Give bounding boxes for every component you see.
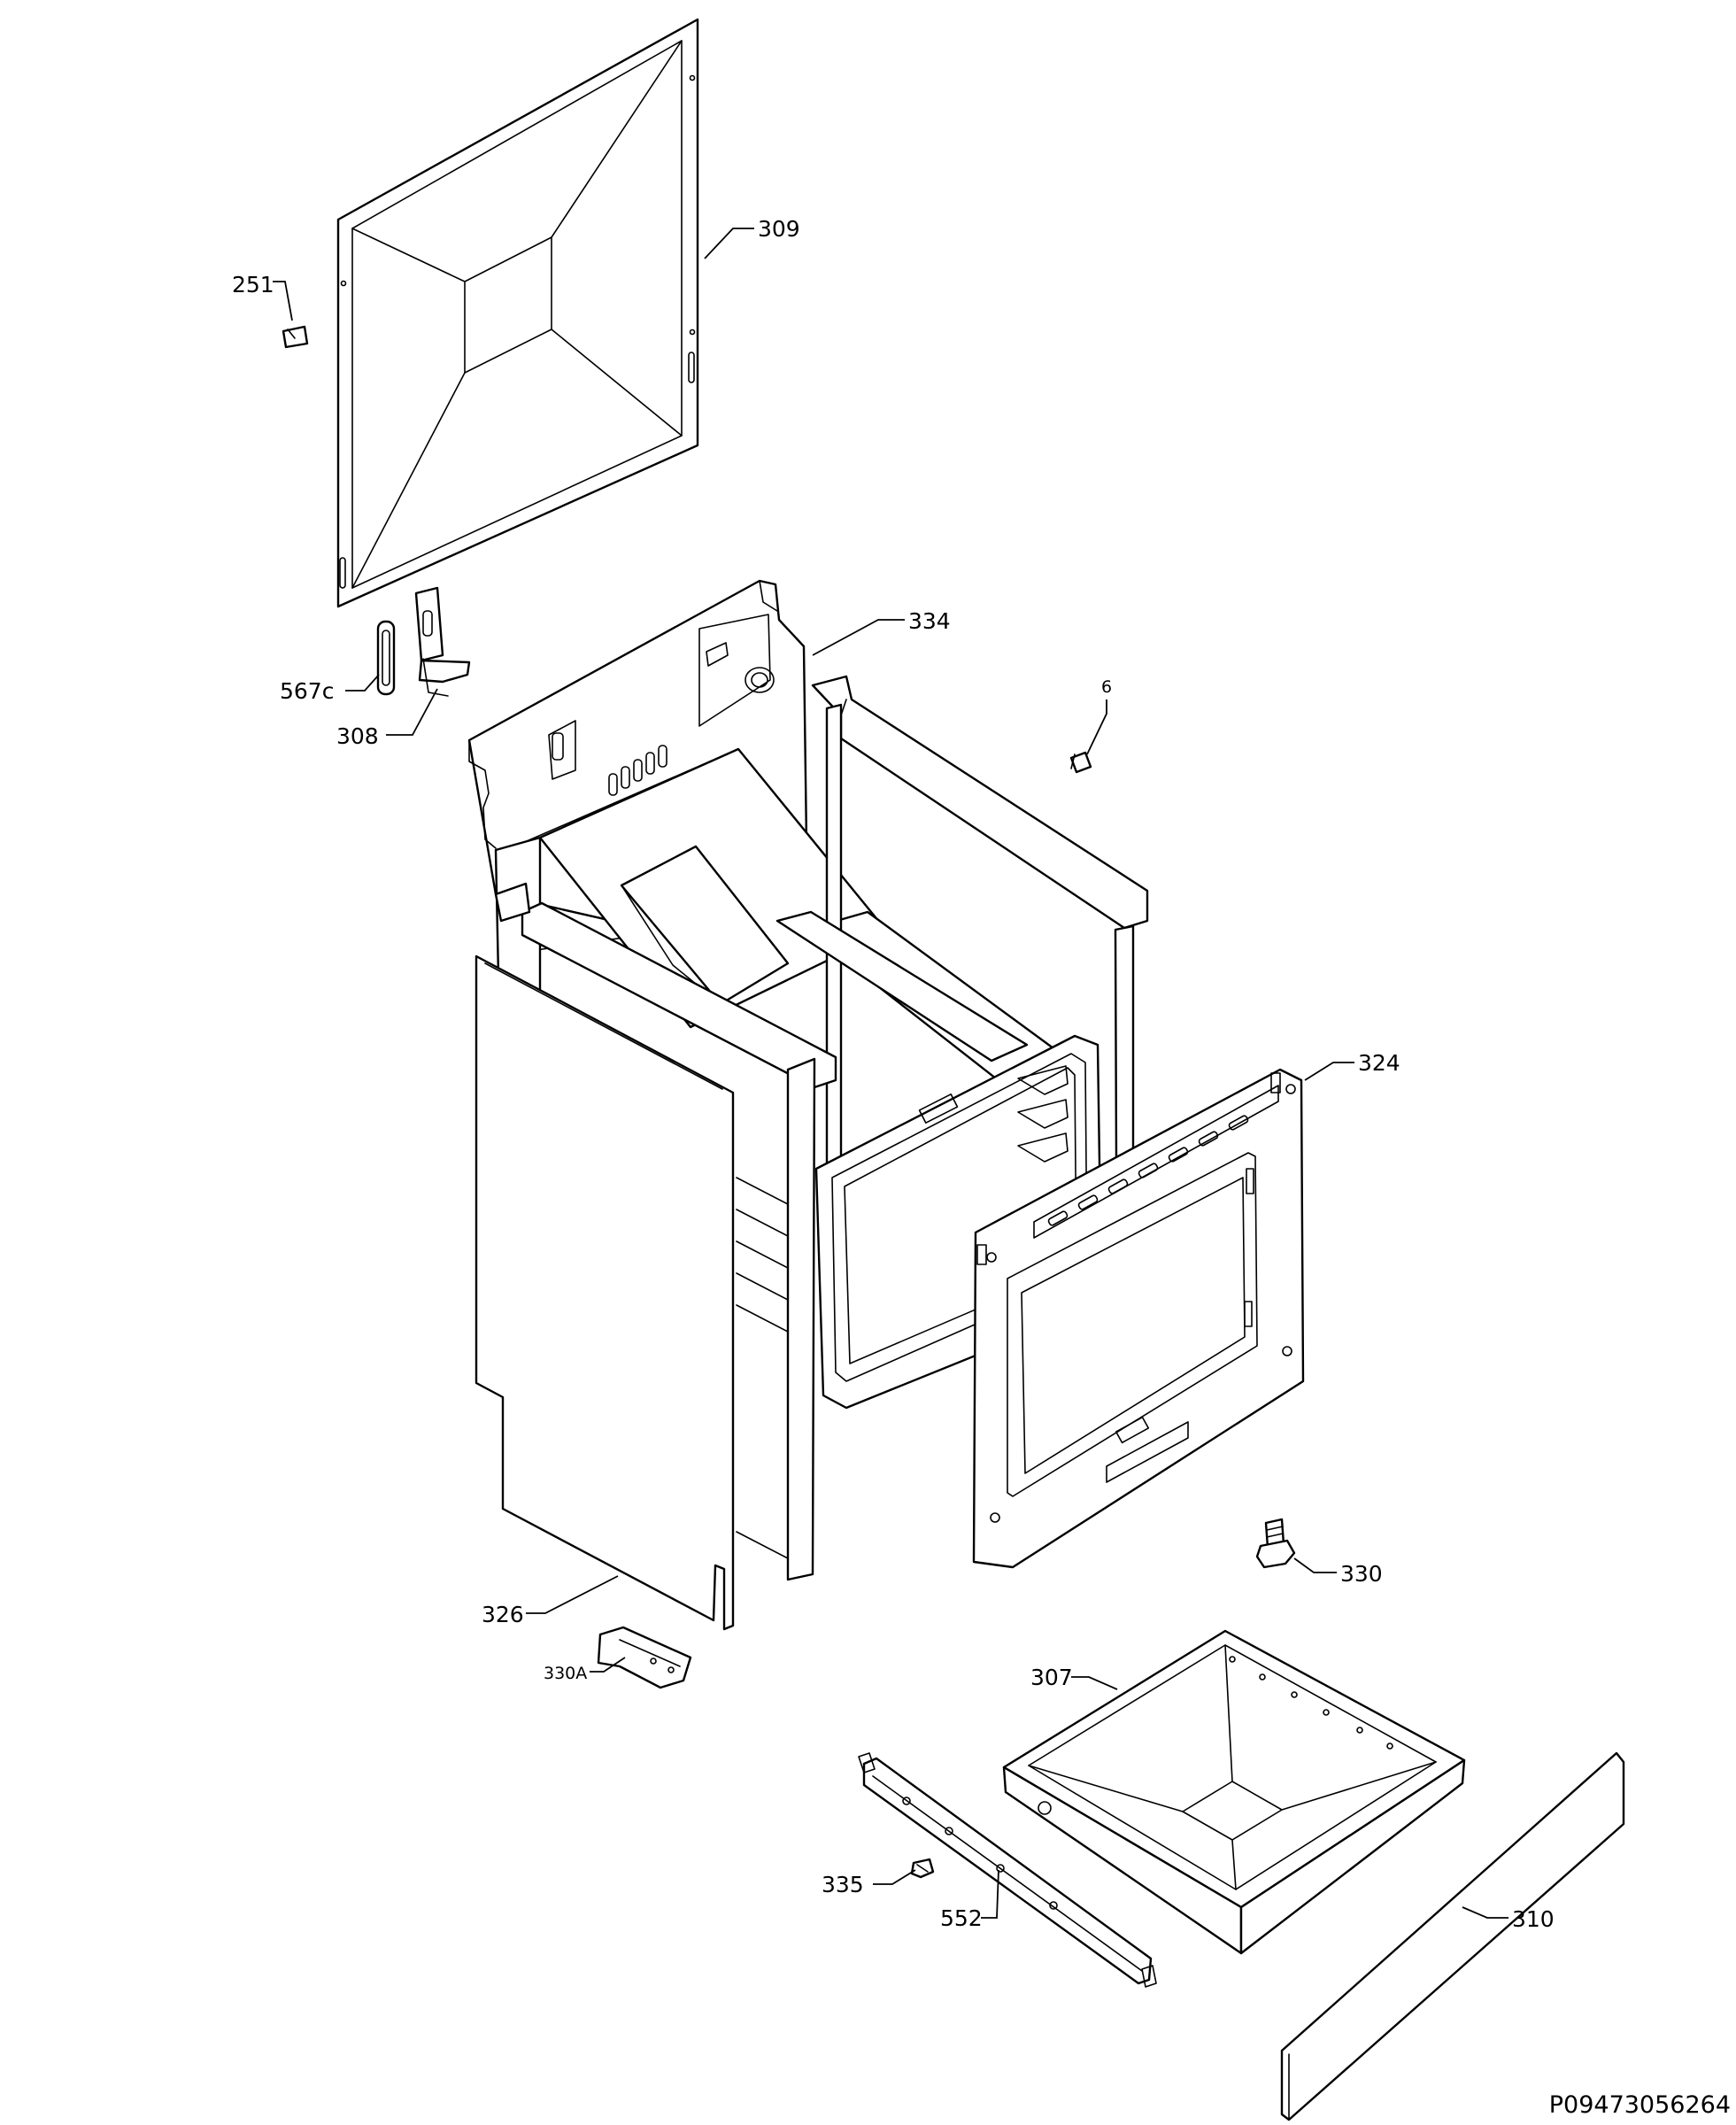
screw-335 [910,1858,935,1879]
reference-code: P09473056264 [1549,2091,1731,2119]
hinge-308 [414,586,471,697]
hinge-bar-567c [376,620,396,696]
leader-335 [873,1869,916,1885]
callout-552: 552 [940,1905,983,1931]
leader-334 [812,619,905,656]
leader-552 [981,1869,999,1919]
back-panel-309 [336,18,699,608]
callout-334: 334 [908,608,951,634]
callout-335: 335 [822,1872,864,1897]
leader-567c [345,674,380,692]
leader-330a [590,1657,626,1673]
callout-308: 308 [336,723,379,749]
leader-330 [1293,1557,1337,1573]
screw-6 [1069,751,1092,774]
drawer-front-310 [1280,1751,1625,2121]
clip-251 [282,325,309,349]
oven-cavity-334 [467,579,1149,1581]
leader-6 [1086,699,1107,755]
callout-307: 307 [1030,1665,1073,1690]
callout-330a: 330A [544,1664,587,1683]
leader-326 [526,1575,619,1614]
leader-308 [386,688,438,736]
side-panel-326 [475,954,735,1631]
callout-567c: 567c [280,678,334,704]
drawer-runner-552 [858,1752,1157,1988]
drawer-tray-307 [1002,1629,1466,1955]
leader-324 [1304,1062,1354,1081]
bracket-330a [597,1626,692,1689]
callout-6: 6 [1101,677,1112,697]
leader-251 [273,281,293,321]
callout-251: 251 [232,272,274,298]
leader-307 [1071,1676,1118,1690]
leader-309 [704,228,754,259]
callout-326: 326 [482,1602,524,1627]
adjustable-foot-330 [1255,1518,1296,1569]
callout-324: 324 [1358,1050,1400,1076]
leader-310 [1462,1906,1508,1919]
front-frame-324 [972,1068,1305,1569]
callout-309: 309 [758,216,800,242]
callout-330: 330 [1340,1561,1383,1587]
callout-310: 310 [1512,1906,1555,1932]
